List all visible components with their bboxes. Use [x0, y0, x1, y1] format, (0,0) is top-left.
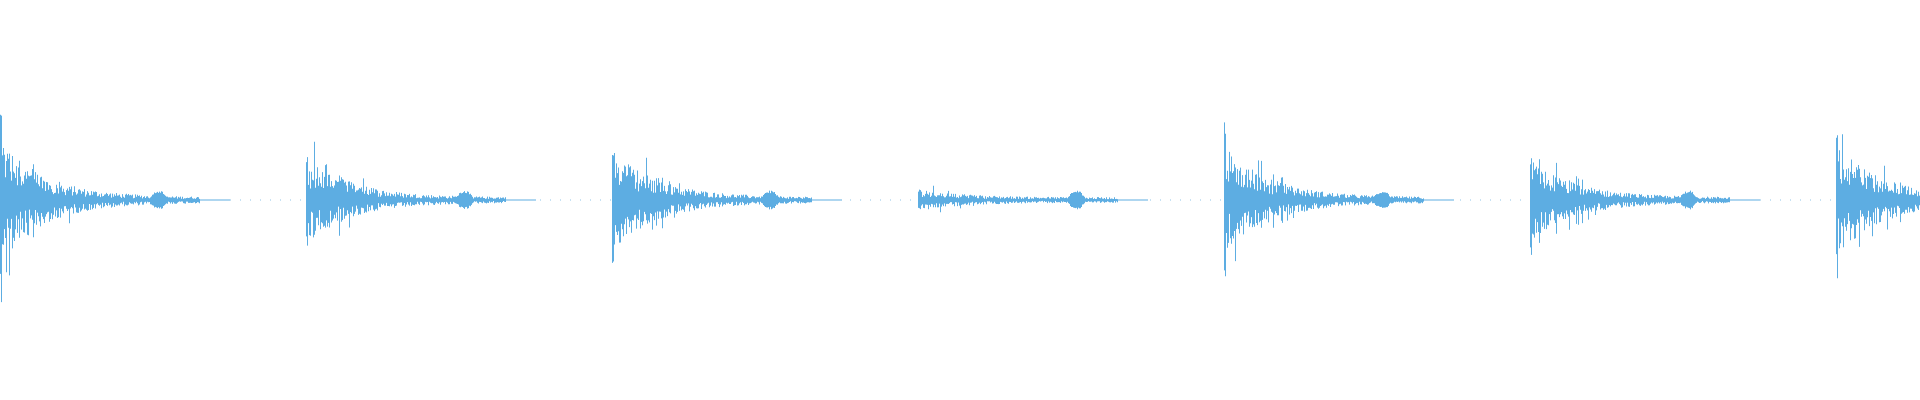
waveform-hit: [1224, 122, 1454, 277]
waveform-hit: [306, 141, 536, 246]
waveform-hit: [612, 153, 842, 263]
waveform-hit: [1530, 158, 1760, 255]
waveform-hit: [918, 185, 1148, 213]
waveform-hit-body: [1836, 134, 1920, 279]
waveform-hit-body: [306, 141, 506, 246]
waveform-hit-body: [1224, 122, 1424, 277]
waveform-group: [0, 114, 1920, 303]
waveform-hit-body: [918, 185, 1118, 213]
waveform-hit: [1836, 134, 1920, 279]
waveform-hit-body: [0, 114, 200, 303]
waveform-hit-body: [612, 153, 812, 263]
waveform-hit: [0, 114, 230, 303]
waveform-hit-body: [1530, 158, 1730, 255]
